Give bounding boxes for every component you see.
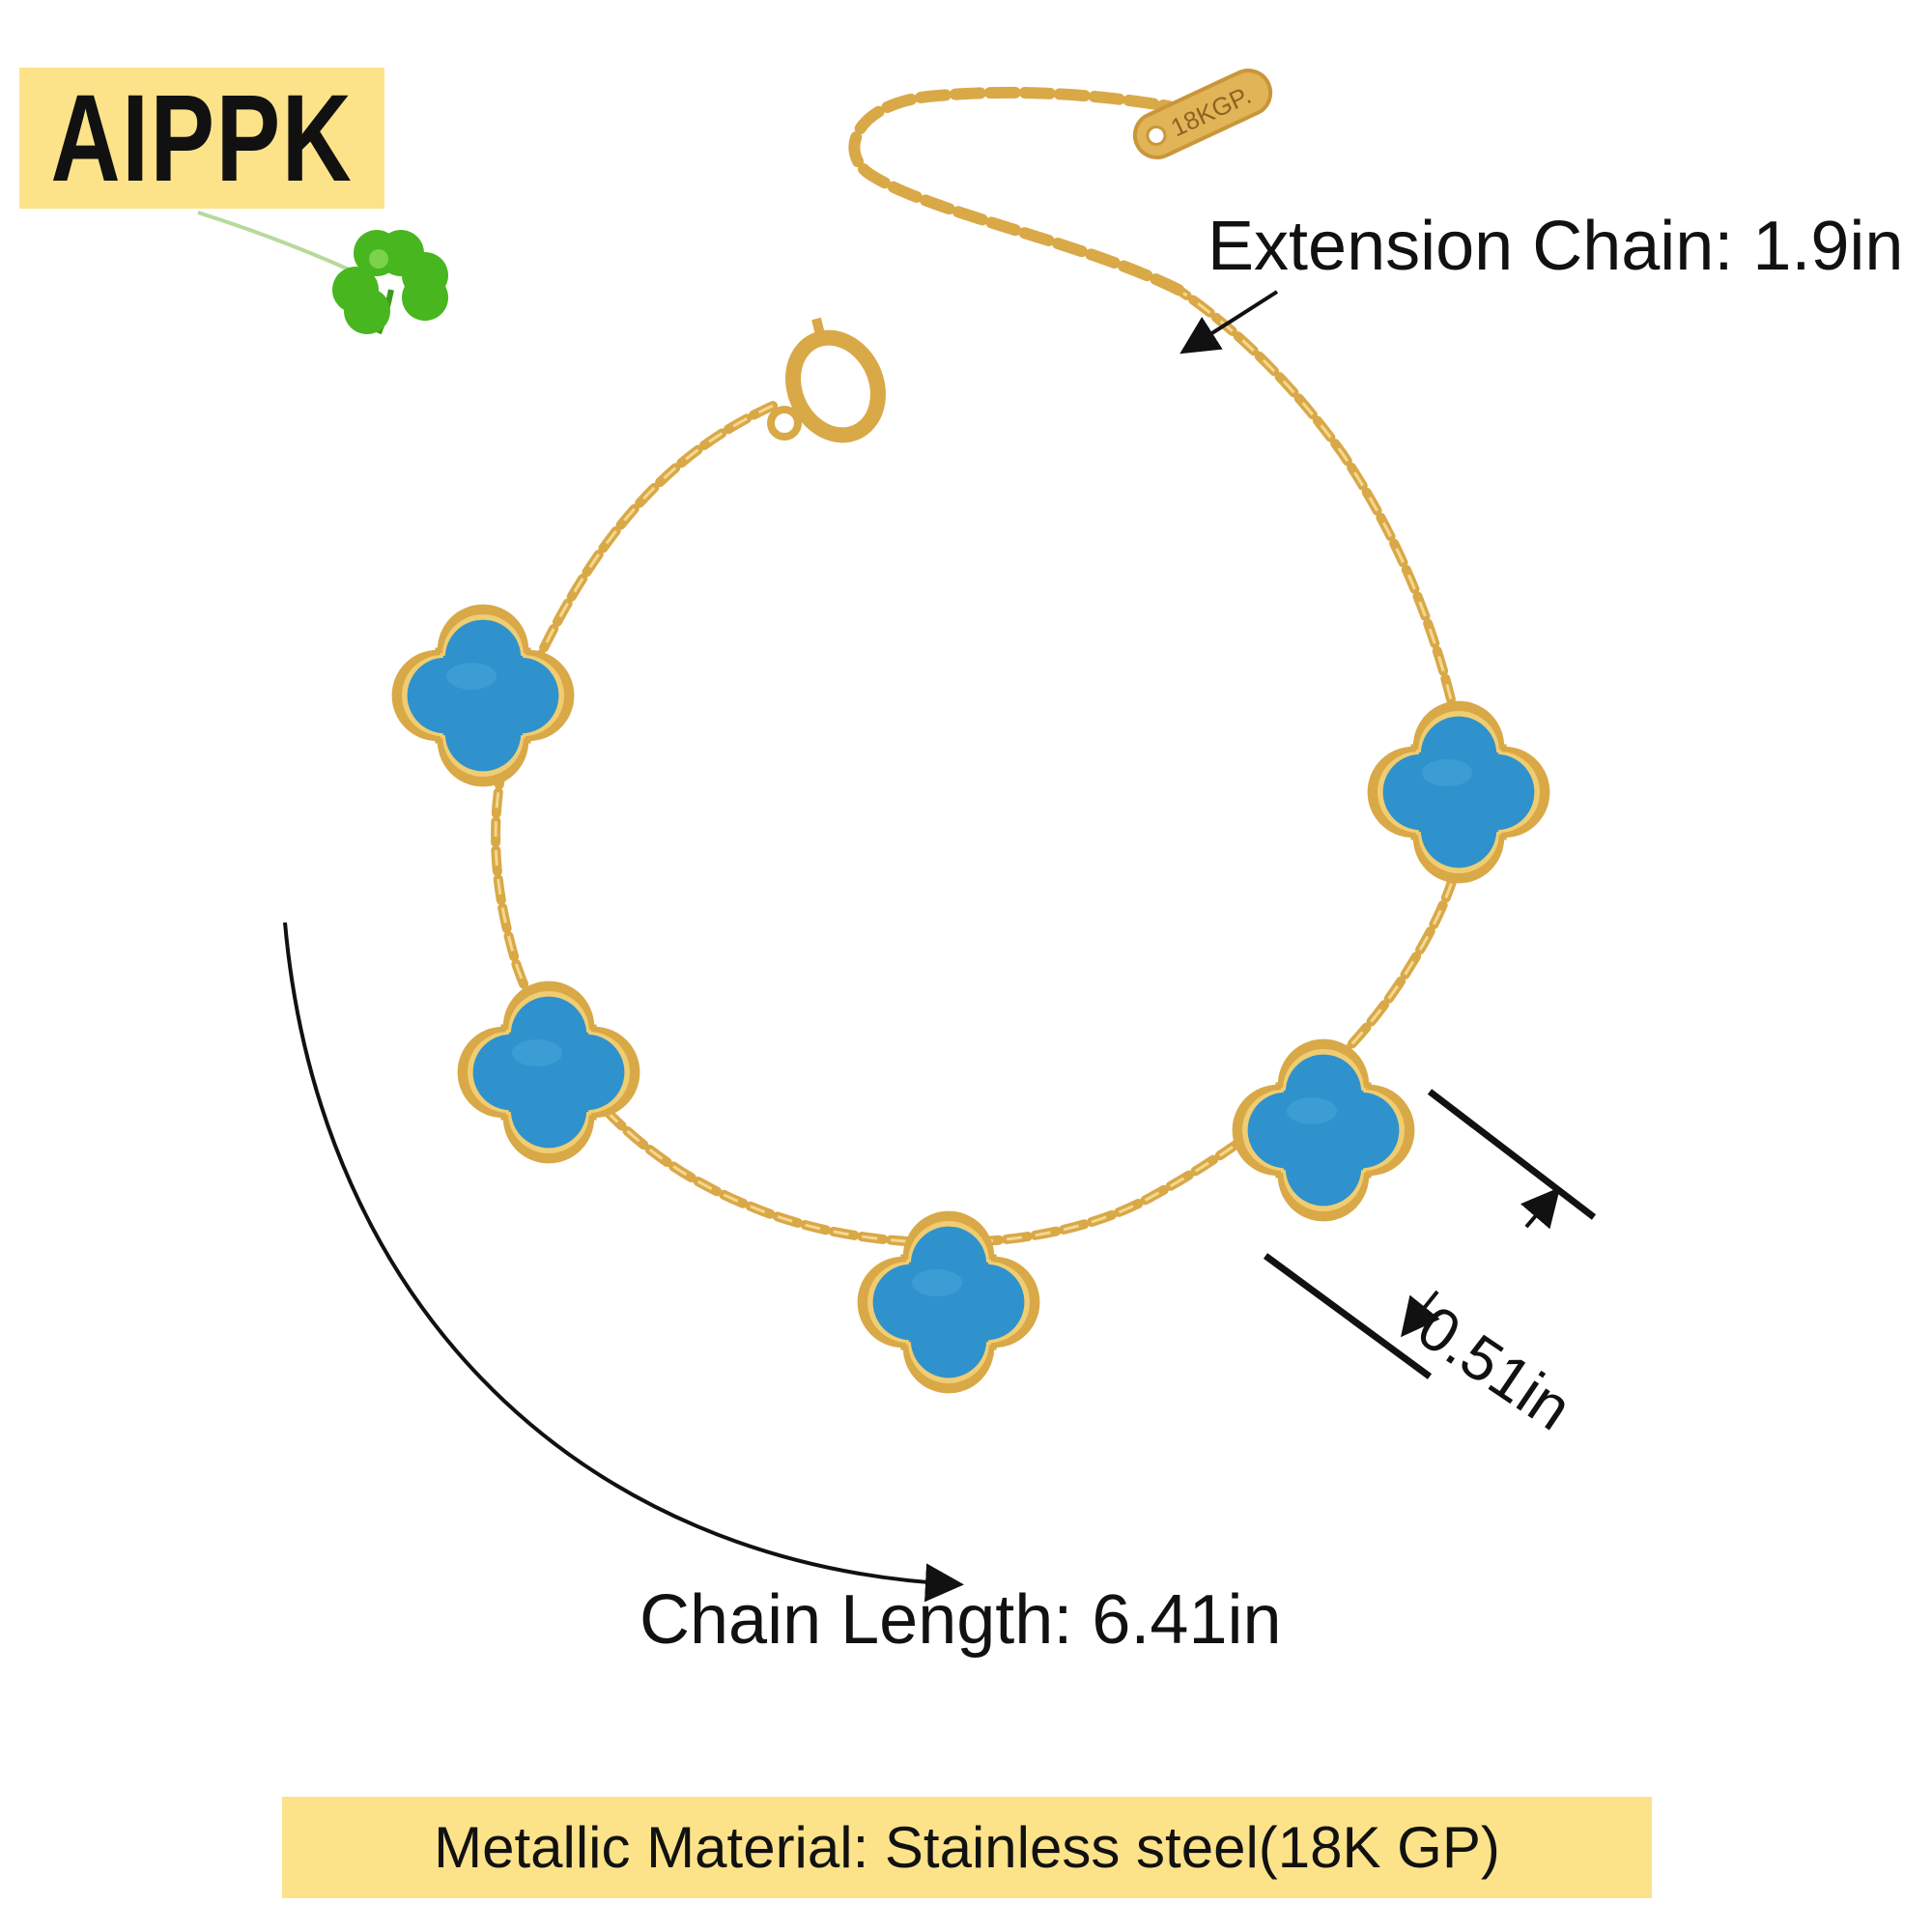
material-banner: Metallic Material: Stainless steel(18K G…: [282, 1797, 1652, 1898]
clover-icon: [197, 211, 448, 335]
arrow-icon: [1179, 290, 1279, 355]
arrow-icon: [283, 922, 964, 1603]
clover-charm: [458, 981, 640, 1164]
chain-length-label: Chain Length: 6.41in: [639, 1581, 1282, 1659]
tag: 18KGP.: [1132, 69, 1273, 159]
extension-chain-label: Extension Chain: 1.9in: [1208, 208, 1904, 285]
clover-charm: [1233, 1039, 1415, 1222]
brand-name: AIPPK: [50, 69, 354, 208]
lobster-clasp: [767, 317, 886, 443]
brand-logo: AIPPK: [19, 68, 384, 209]
clover-charm: [1368, 701, 1550, 884]
bracelet-image: 18KGP.: [392, 69, 1550, 1393]
width-dimension: [1263, 1089, 1597, 1379]
material-text: Metallic Material: Stainless steel(18K G…: [434, 1815, 1500, 1880]
